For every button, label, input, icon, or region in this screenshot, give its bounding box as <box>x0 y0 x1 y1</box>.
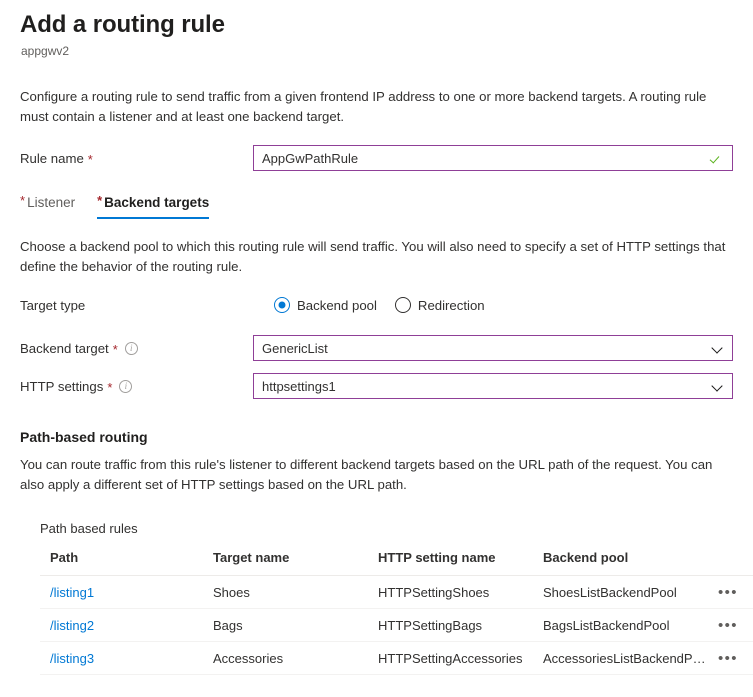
cell-http-setting-name: HTTPSettingBags <box>378 608 543 642</box>
path-based-rules-table: Path Target name HTTP setting name Backe… <box>40 550 753 675</box>
radio-option-redirection[interactable]: Redirection <box>394 297 485 313</box>
rule-name-value: AppGwPathRule <box>262 150 359 166</box>
target-type-label: Target type <box>20 298 253 313</box>
cell-http-setting-name: HTTPSettingShoes <box>378 575 543 609</box>
cell-target-name: Bags <box>213 608 378 642</box>
http-settings-row: HTTP settings * i httpsettings1 <box>20 373 733 399</box>
cell-backend-pool: BagsListBackendPool <box>543 608 718 642</box>
http-settings-value: httpsettings1 <box>262 378 336 394</box>
column-header-target-name: Target name <box>213 550 378 576</box>
cell-target-name: Shoes <box>213 575 378 609</box>
column-header-path: Path <box>40 550 213 576</box>
column-header-http-setting-name: HTTP setting name <box>378 550 543 576</box>
rule-name-input[interactable]: AppGwPathRule <box>253 145 733 171</box>
required-asterisk: * <box>87 151 93 167</box>
required-asterisk: * <box>97 193 103 208</box>
radio-redirection-icon[interactable] <box>394 297 411 313</box>
path-link[interactable]: /listing2 <box>50 617 95 633</box>
info-icon[interactable]: i <box>119 379 133 393</box>
tab-backend-targets-label: Backend targets <box>104 195 210 210</box>
radio-redirection-label: Redirection <box>417 297 485 313</box>
table-row: /listing1 Shoes HTTPSettingShoes ShoesLi… <box>40 575 753 609</box>
rule-name-label: Rule name * <box>20 151 253 166</box>
radio-option-backend-pool[interactable]: Backend pool <box>274 297 377 313</box>
intro-description: Configure a routing rule to send traffic… <box>20 89 707 124</box>
required-asterisk: * <box>20 193 26 208</box>
column-header-backend-pool: Backend pool <box>543 550 718 576</box>
backend-target-label: Backend target * i <box>20 341 253 356</box>
cell-backend-pool: ShoesListBackendPool <box>543 575 718 609</box>
cell-http-setting-name: HTTPSettingAccessories <box>378 641 543 675</box>
valid-check-icon <box>710 151 724 165</box>
backend-target-value: GenericList <box>262 340 328 356</box>
table-header-row: Path Target name HTTP setting name Backe… <box>40 550 753 576</box>
path-based-routing-description: You can route traffic from this rule's l… <box>20 457 713 492</box>
rule-name-label-text: Rule name <box>20 150 84 166</box>
row-context-menu-icon[interactable]: ••• <box>718 583 738 601</box>
rule-name-row: Rule name * AppGwPathRule <box>20 145 733 171</box>
row-context-menu-icon[interactable]: ••• <box>718 616 738 634</box>
path-based-rules-section: Path based rules Path Target name HTTP s… <box>20 521 753 675</box>
tab-listener-label: Listener <box>27 195 76 210</box>
row-context-menu-icon[interactable]: ••• <box>718 649 738 667</box>
target-type-radio-group: Backend pool Redirection <box>253 297 485 313</box>
cell-backend-pool: AccessoriesListBackendP… <box>543 641 718 675</box>
radio-backend-pool-label: Backend pool <box>297 297 377 313</box>
backend-target-row: Backend target * i GenericList <box>20 335 733 361</box>
radio-backend-pool-icon[interactable] <box>274 297 290 313</box>
http-settings-label-text: HTTP settings <box>20 378 104 394</box>
http-settings-dropdown[interactable]: httpsettings1 <box>253 373 733 399</box>
target-type-row: Target type Backend pool Redirection <box>20 297 733 313</box>
path-based-rules-caption: Path based rules <box>40 521 138 536</box>
chevron-down-icon <box>712 380 724 392</box>
info-icon[interactable]: i <box>124 341 138 355</box>
backend-target-dropdown[interactable]: GenericList <box>253 335 733 361</box>
page-subtitle: appgwv2 <box>21 44 70 58</box>
table-row: /listing3 Accessories HTTPSettingAccesso… <box>40 641 753 675</box>
path-link[interactable]: /listing3 <box>50 650 95 666</box>
path-based-routing-title: Path-based routing <box>20 429 148 445</box>
chevron-down-icon <box>712 342 724 354</box>
cell-target-name: Accessories <box>213 641 378 675</box>
tab-backend-targets[interactable]: * Backend targets <box>97 193 210 219</box>
target-type-label-text: Target type <box>20 297 86 313</box>
required-asterisk: * <box>107 379 113 395</box>
http-settings-label: HTTP settings * i <box>20 379 253 394</box>
required-asterisk: * <box>112 341 118 357</box>
table-row: /listing2 Bags HTTPSettingBags BagsListB… <box>40 608 753 642</box>
column-header-actions <box>718 550 753 576</box>
tab-listener[interactable]: * Listener <box>20 194 75 219</box>
tab-bar: * Listener * Backend targets <box>20 193 733 219</box>
path-link[interactable]: /listing1 <box>50 584 95 600</box>
page-title: Add a routing rule <box>20 11 225 38</box>
backend-target-label-text: Backend target <box>20 340 109 356</box>
backend-targets-description: Choose a backend pool to which this rout… <box>20 239 726 274</box>
